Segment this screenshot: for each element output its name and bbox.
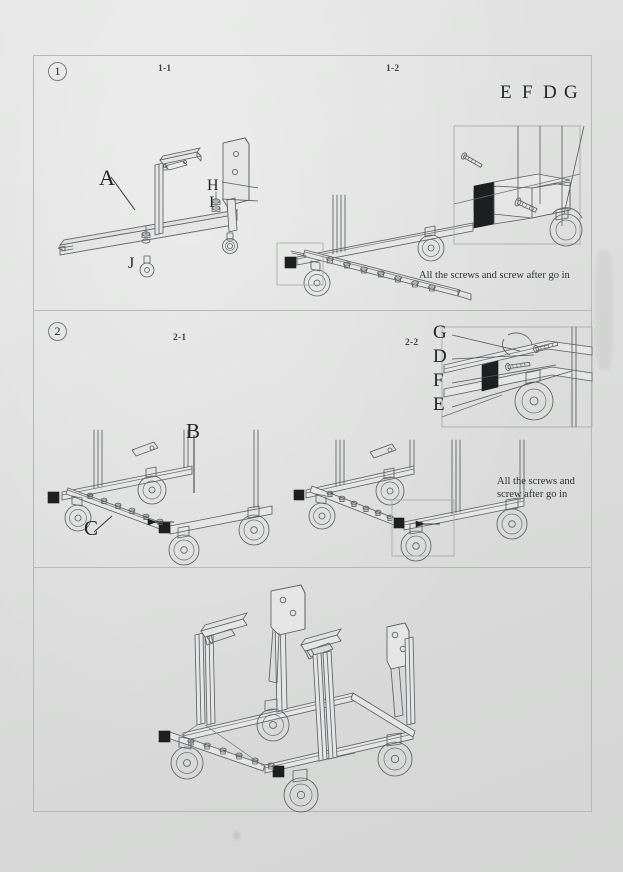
figure-3-completed-cart <box>158 584 416 813</box>
callout-label-G-1: G <box>564 82 578 103</box>
figure-2-2-caster-detail <box>441 326 593 428</box>
step-number-1: 1 <box>48 62 67 81</box>
callout-label-F-1: F <box>522 82 533 103</box>
figure-1-2-inset-detail <box>453 125 585 247</box>
callout-label-E-1: E <box>500 82 512 103</box>
substep-label-1-2: 1-2 <box>386 64 400 74</box>
callout-label-D-2: D <box>433 346 447 367</box>
callout-label-E-2: E <box>433 394 445 415</box>
callout-label-G-2: G <box>433 322 447 343</box>
panel-2-callout-leaders <box>451 334 573 408</box>
panel-divider-1 <box>33 310 592 311</box>
callout-label-D-1: D <box>543 82 557 103</box>
figure-2-1-right-subassembly <box>293 439 528 562</box>
label-H-I-leaders <box>221 181 259 202</box>
part-label-I: I <box>209 194 215 211</box>
callout-label-F-2: F <box>433 370 444 391</box>
panel-1-note: All the screws and screw after go in <box>419 270 570 281</box>
substep-label-1-1: 1-1 <box>158 64 172 74</box>
part-label-C: C <box>84 516 99 540</box>
paper-shading <box>595 250 613 370</box>
part-label-A: A <box>99 165 115 190</box>
step-number-2: 2 <box>48 322 67 341</box>
figure-1-1-side-rail-frame <box>57 137 250 278</box>
part-label-J: J <box>128 255 135 272</box>
part-label-B: B <box>186 419 201 443</box>
panel-2-note-line-2: screw after go in <box>497 489 568 500</box>
substep-label-2-2: 2-2 <box>405 338 419 348</box>
sheet-border <box>33 55 592 812</box>
figure-2-1-left-subassembly <box>47 429 273 566</box>
paper-smudge <box>233 831 240 840</box>
part-label-B-leader <box>193 435 195 493</box>
panel-divider-2 <box>33 567 592 568</box>
panel-2-note-line-1: All the screws and <box>497 476 575 487</box>
figure-1-2-base-frame <box>276 194 474 301</box>
part-label-H: H <box>207 177 219 194</box>
substep-label-2-1: 2-1 <box>173 333 187 343</box>
